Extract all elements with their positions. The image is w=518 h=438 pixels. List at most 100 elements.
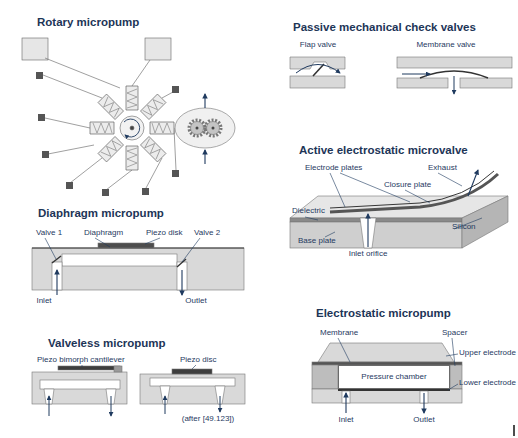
flow-arrow [468,170,478,196]
wire [43,75,102,98]
leader-line [305,217,318,220]
leader-line [82,365,196,369]
flow-arrow [296,65,340,74]
rotary-motor [22,38,179,196]
valve-flap [52,256,61,263]
contact-pad [66,182,73,189]
part-label: Diaphragm [84,228,123,238]
flow-arrow [402,74,430,75]
flow-arrow [111,396,112,416]
leader-line [95,238,110,247]
part-label: Membrane valve [416,40,475,50]
flap-valve [290,57,345,88]
rotary-motor [90,122,114,134]
flow-arrow [56,270,57,295]
chamber-node: Pressure chamber [338,365,450,389]
part-label: Flap valve [300,40,336,50]
contact-pad [38,114,45,121]
panel-title: Diaphragm micropump [38,206,164,220]
wire [45,118,90,128]
cantilever-support [114,366,122,372]
part-label: Silicon [452,222,476,232]
wire [70,158,102,183]
part-label: Inlet [338,415,353,425]
contact-pad [172,86,179,93]
gear-axle [212,127,215,130]
leader-line [446,354,458,356]
valveless-pump [140,374,245,404]
part-label: Spacer [442,328,467,338]
part-label: Piezo disc [180,355,216,365]
part-label: Inlet orifice [349,249,388,259]
valve-flap [313,64,324,76]
valve-flap [177,259,186,267]
rotary-motor [98,136,123,161]
gear [191,122,204,135]
part-label: Lower electrode [459,378,516,388]
part-label: Upper electrode [459,348,516,358]
wire [146,158,162,188]
panel-title: Active electrostatic microvalve [299,143,468,157]
rotary-motor [126,146,138,170]
piezo-disc [172,369,212,374]
leader-line [305,173,482,237]
leader-line [182,238,200,262]
diaphragm-pump [32,248,244,290]
part-label: Dielectric [292,206,325,216]
rotary-motor [140,136,165,161]
leader-line [452,338,455,366]
flow-arrow [345,393,346,413]
flow-arrow [454,76,455,94]
node-text: Pressure chamber [361,372,426,382]
leader-line [192,365,196,369]
part-label: Inlet [36,296,51,306]
pump-housing [175,108,235,148]
flow-arrow [49,396,50,416]
wire [106,170,132,190]
rotary-motor [140,94,165,119]
leader-line [338,338,350,362]
part-label: Piezo disk [146,228,182,238]
part-label: Exhaust [428,163,457,173]
contact-pad [142,188,149,195]
bond-pad [145,38,171,60]
electrode-plate [330,171,494,208]
flow-arrow [181,270,182,295]
wire [132,60,150,86]
leader-line [45,238,200,262]
part-label: (after [49.123]) [182,414,234,424]
membrane-valve [460,78,512,88]
part-label: Membrane [320,328,358,338]
valveless-pump [32,372,127,404]
flow-arrow [165,396,166,414]
leader-line [438,173,462,186]
flow-arrow [204,94,205,108]
valveless-pump [32,366,245,416]
part-label: Electrode plates [305,163,362,173]
flow-arrow [423,393,424,413]
panel-title: Passive mechanical check valves [293,20,476,34]
microvalve-block [290,170,508,248]
rotary-motor [150,122,174,134]
lower-plate [312,389,462,403]
gear-pump [175,94,235,164]
spacer [312,365,338,389]
cursor-mark [513,425,515,436]
diaphragm-pump [32,243,244,295]
contact-pad [172,170,179,177]
contact-pad [36,72,179,196]
wire [43,58,176,190]
base-plate [290,222,462,248]
contact-pad [36,72,43,79]
gear-teeth [189,120,205,136]
leader-line [330,173,345,207]
flap-valve [290,57,345,69]
piezo-cantilever [58,366,120,370]
part-label: Outlet [185,296,206,306]
gear-teeth [205,120,221,136]
wire [45,58,120,88]
leader-line [405,190,430,203]
part-label: Base plate [298,236,336,246]
part-label: Piezo bimorph cantilever [37,355,125,365]
